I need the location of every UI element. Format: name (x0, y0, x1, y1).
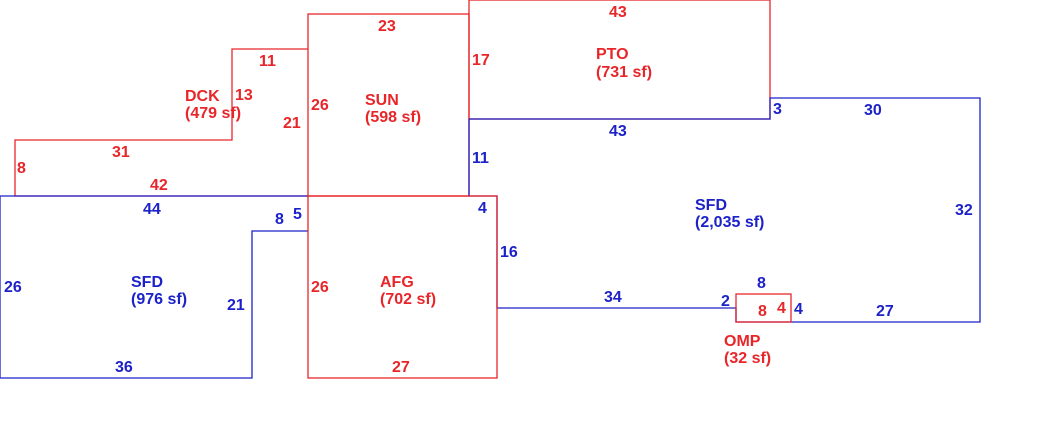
dck-area-label: (479 sf) (185, 105, 241, 122)
dim-dck-step: 31 (112, 144, 130, 161)
dim-sfd-main-bottom-right: 27 (876, 303, 894, 320)
dim-dck-top: 11 (259, 53, 276, 70)
sfd-main-area-label: (2,035 sf) (695, 214, 764, 231)
sun-code-label: SUN (365, 92, 399, 109)
omp-area-label: (32 sf) (724, 350, 771, 367)
sfd-left-code-label: SFD (131, 274, 163, 291)
omp-outline (735, 293, 792, 323)
pto-area-label: (731 sf) (596, 64, 652, 81)
dim-sfd-main-left: 11 (472, 150, 489, 167)
dim-sfd-main-notch-side: 16 (500, 244, 518, 261)
dim-sfd-main-step-left: 2 (721, 293, 730, 310)
sfd-left-area-label: (976 sf) (131, 291, 187, 308)
dck-outline (14, 48, 308, 197)
dck-code-label: DCK (185, 88, 220, 105)
dim-dck-left: 8 (17, 160, 26, 177)
pto-code-label: PTO (596, 46, 629, 63)
afg-area-label: (702 sf) (380, 291, 436, 308)
dim-sfd-main-top: 30 (864, 102, 882, 119)
dim-afg-bottom: 27 (392, 359, 410, 376)
afg-code-label: AFG (380, 274, 414, 291)
afg-outline (307, 195, 498, 379)
dim-sfd-left-notch-side: 5 (293, 206, 302, 223)
dim-sfd-left-top: 44 (143, 201, 161, 218)
dim-dck-right-upper: 13 (235, 87, 253, 104)
dim-omp-bottom: 8 (758, 303, 767, 320)
dim-sfd-main-right: 32 (955, 202, 973, 219)
sun-area-label: (598 sf) (365, 109, 421, 126)
dim-sfd-main-step-right: 4 (794, 301, 803, 318)
dim-afg-left: 26 (311, 279, 329, 296)
dim-pto-top: 43 (609, 4, 627, 21)
sfd-main-code-label: SFD (695, 197, 727, 214)
dim-sun-top: 23 (378, 18, 396, 35)
dim-sfd-left-left: 26 (4, 279, 22, 296)
dim-sfd-left-notch-top: 8 (275, 211, 284, 228)
dim-omp-top: 8 (757, 275, 766, 292)
dim-omp-right: 4 (777, 300, 786, 317)
sfd-left-outline (0, 195, 308, 379)
omp-code-label: OMP (724, 333, 761, 350)
dim-pto-bottom: 43 (609, 123, 627, 140)
dim-sfd-left-bottom: 36 (115, 359, 133, 376)
dim-sfd-left-right: 21 (227, 297, 245, 314)
dim-sun-right: 17 (472, 52, 490, 69)
dim-sfd-main-bottom-left: 34 (604, 289, 622, 306)
dim-sfd-main-notch: 4 (478, 200, 487, 217)
dim-dck-right-lower: 21 (283, 115, 301, 132)
dim-dck-bottom: 42 (150, 177, 168, 194)
dim-sun-left: 26 (311, 97, 329, 114)
dim-pto-right: 3 (773, 101, 782, 118)
